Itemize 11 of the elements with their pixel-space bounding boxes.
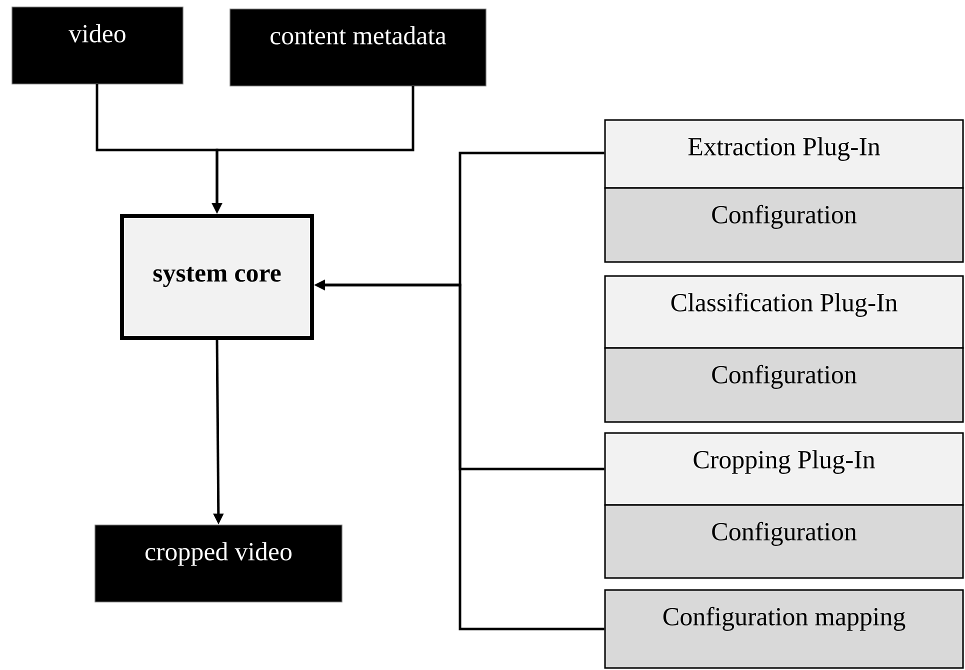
plugin-box: Classification Plug-In — [604, 275, 964, 349]
output-box: cropped video — [94, 524, 342, 602]
configuration-box: Configuration — [604, 347, 964, 423]
core-box: system core — [120, 214, 314, 340]
input-box: content metadata — [230, 8, 486, 86]
configuration-box: Configuration — [604, 504, 964, 579]
plugin-box: Cropping Plug-In — [604, 432, 964, 506]
configuration-box: Configuration — [604, 187, 964, 263]
configuration-box: Configuration mapping — [604, 589, 964, 669]
input-box: video — [12, 6, 184, 84]
plugin-box: Extraction Plug-In — [604, 119, 964, 189]
